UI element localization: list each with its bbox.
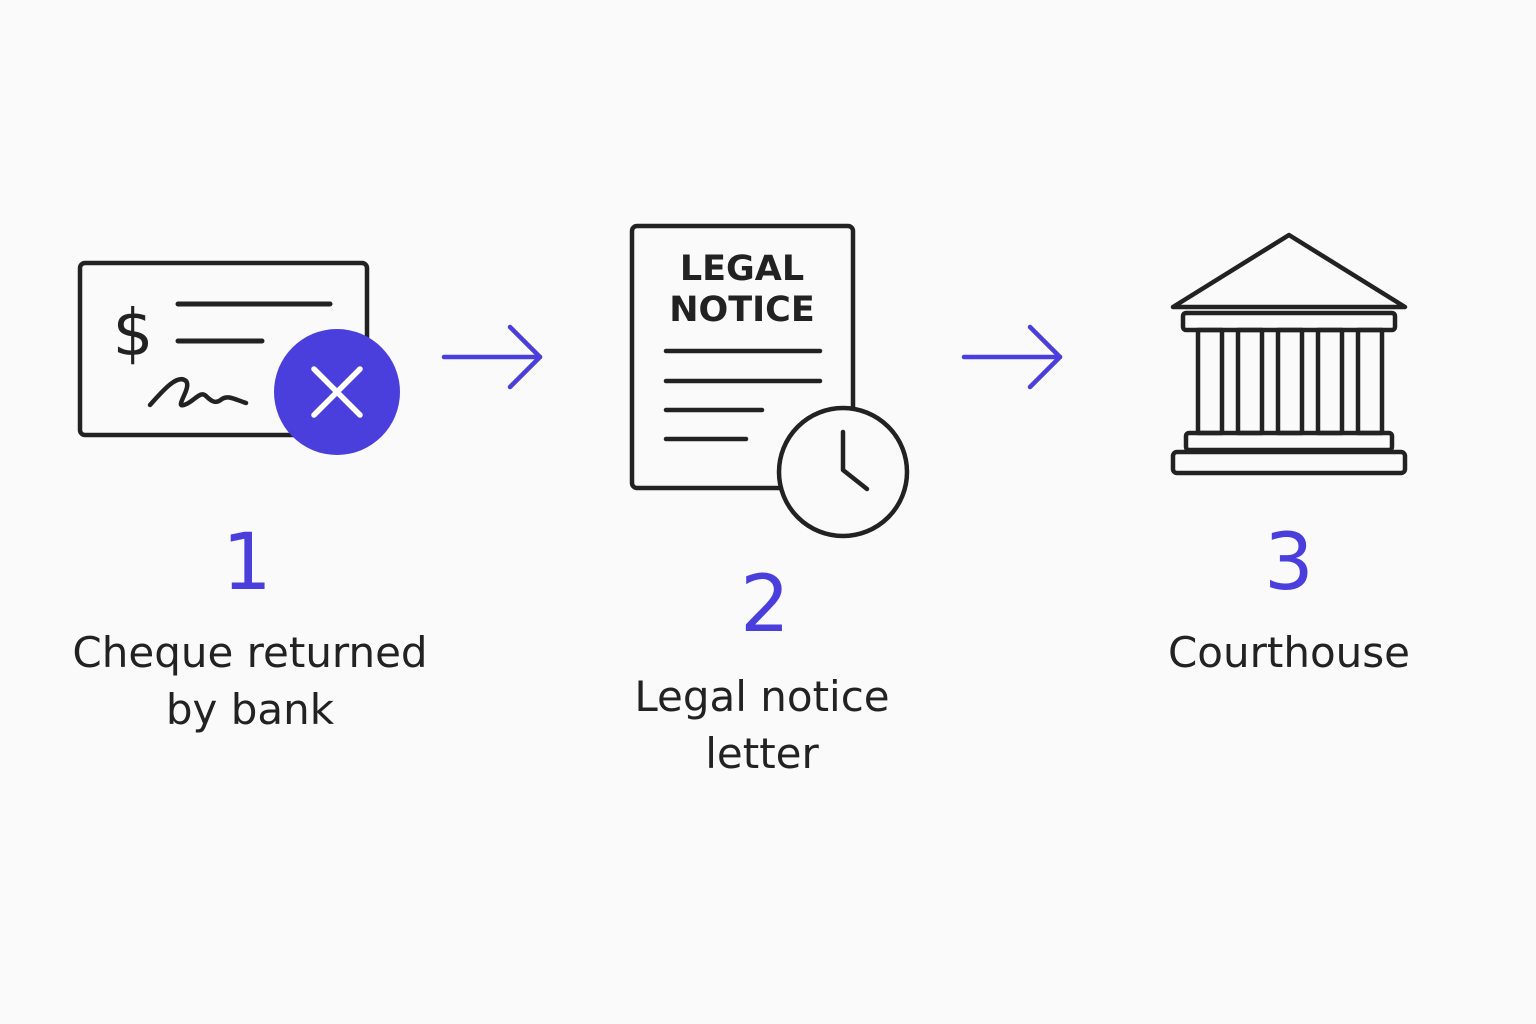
step-label-2: Legal notice letter	[562, 668, 962, 782]
step-label-1: Cheque returned by bank	[50, 624, 450, 738]
dollar-sign: $	[113, 297, 154, 371]
step-label-1-line-2: by bank	[165, 685, 335, 734]
step-label-2-line-1: Legal notice	[634, 672, 890, 721]
step-number-2: 2	[740, 560, 790, 650]
step-label-1-line-1: Cheque returned	[72, 628, 428, 677]
legal-notice-icon: LEGAL NOTICE	[629, 223, 910, 539]
returned-cheque-icon: $	[77, 260, 400, 455]
close-icon	[274, 329, 400, 455]
step-label-3-line-1: Courthouse	[1167, 628, 1411, 677]
courthouse-icon	[1170, 232, 1408, 476]
notice-title-line-1: LEGAL	[680, 249, 804, 289]
arrow-right-icon	[441, 324, 543, 390]
clock-icon	[776, 405, 910, 539]
step-label-3: Courthouse	[1089, 624, 1489, 681]
signature-scribble	[147, 377, 249, 408]
notice-title-line-2: NOTICE	[669, 290, 815, 330]
step-number-3: 3	[1264, 518, 1314, 608]
step-number-1: 1	[222, 518, 272, 608]
step-label-2-line-2: letter	[705, 729, 819, 778]
arrow-right-icon	[961, 324, 1063, 390]
